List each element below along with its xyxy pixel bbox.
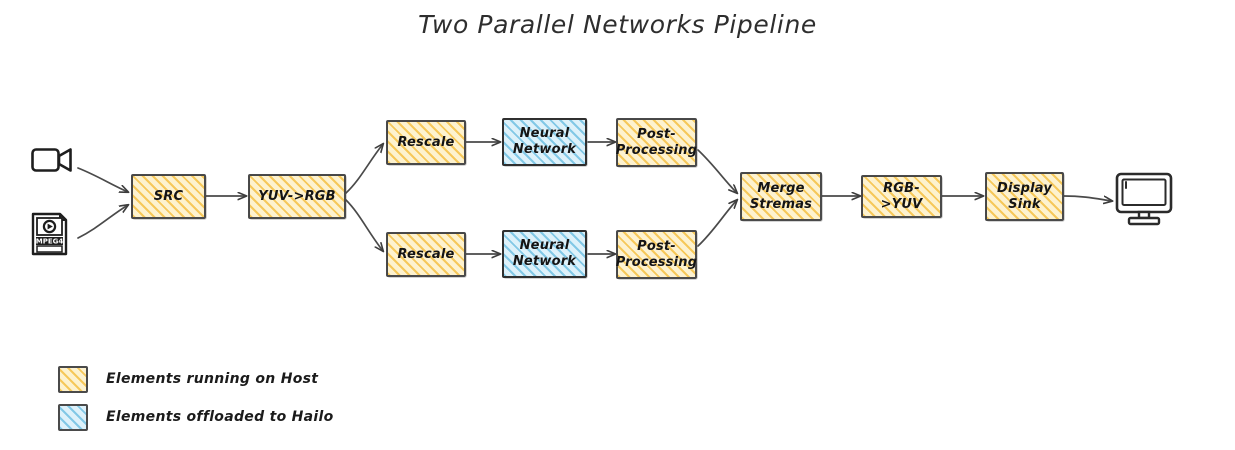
- edge-camera-to-src: [77, 167, 128, 192]
- node-merge-streams[interactable]: Merge Stremas: [740, 172, 823, 222]
- edge-post-top-to-merge: [697, 149, 737, 193]
- edge-yuv-to-rescale-top: [345, 144, 383, 194]
- node-src-label: SRC: [153, 188, 184, 204]
- edge-display-to-monitor: [1063, 195, 1112, 201]
- legend-swatch-hailo: [58, 403, 88, 431]
- node-post-processing-top-label: Post- Processing: [615, 126, 698, 158]
- mpeg4-file-label: MPEG4: [36, 238, 64, 246]
- node-rescale-top[interactable]: Rescale: [386, 120, 467, 166]
- node-rescale-bottom[interactable]: Rescale: [386, 232, 467, 278]
- mpeg4-file-icon: MPEG4: [31, 212, 69, 260]
- node-post-processing-top[interactable]: Post- Processing: [615, 118, 698, 168]
- node-src[interactable]: SRC: [131, 174, 207, 220]
- node-merge-streams-label: Merge Stremas: [749, 180, 813, 212]
- legend-label-hailo: Elements offloaded to Hailo: [106, 409, 334, 425]
- legend-item-host: Elements running on Host: [58, 363, 478, 395]
- node-post-processing-bottom-label: Post- Processing: [615, 238, 698, 270]
- node-yuv-to-rgb-label: YUV->RGB: [258, 188, 336, 204]
- video-camera-icon: [31, 147, 73, 177]
- page-title: Two Parallel Networks Pipeline: [418, 10, 817, 39]
- node-rgb-to-yuv[interactable]: RGB->YUV: [861, 175, 943, 219]
- node-rgb-to-yuv-label: RGB->YUV: [880, 180, 923, 212]
- node-rescale-top-label: Rescale: [397, 134, 455, 150]
- edge-yuv-to-rescale-bottom: [345, 199, 383, 251]
- node-neural-network-top-label: Neural Network: [512, 126, 577, 157]
- legend-item-hailo: Elements offloaded to Hailo: [58, 401, 478, 433]
- edge-file-to-src: [77, 205, 128, 239]
- edge-post-bottom-to-merge: [697, 200, 737, 247]
- node-display-sink[interactable]: Display Sink: [985, 172, 1065, 222]
- legend-swatch-host: [58, 365, 88, 393]
- node-neural-network-top[interactable]: Neural Network: [502, 118, 588, 167]
- node-rescale-bottom-label: Rescale: [397, 246, 455, 262]
- node-display-sink-label: Display Sink: [997, 180, 1052, 212]
- node-neural-network-bottom[interactable]: Neural Network: [502, 230, 588, 279]
- monitor-icon: [1115, 172, 1173, 232]
- node-neural-network-bottom-label: Neural Network: [512, 238, 577, 269]
- node-yuv-to-rgb[interactable]: YUV->RGB: [248, 174, 347, 220]
- legend-label-host: Elements running on Host: [106, 371, 319, 387]
- node-post-processing-bottom[interactable]: Post- Processing: [615, 230, 698, 280]
- legend: Elements running on Host Elements offloa…: [58, 363, 478, 439]
